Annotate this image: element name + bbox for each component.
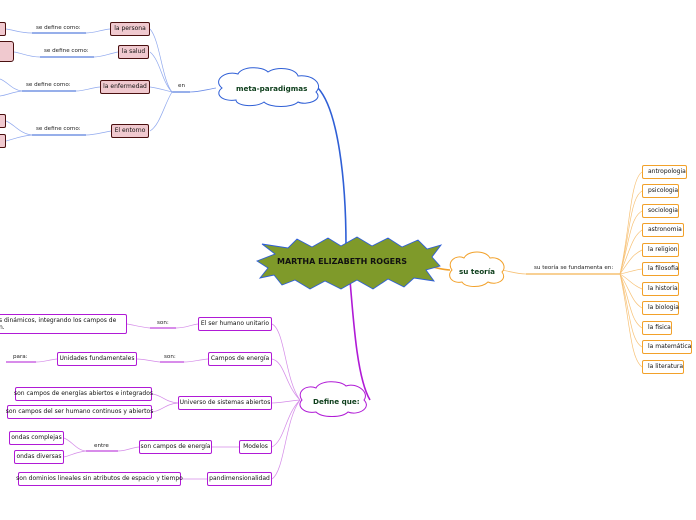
teoria-bubble-shape [449, 251, 505, 287]
teoria-item-sociologia[interactable]: sociologia [642, 204, 679, 218]
teoria-fan [619, 171, 643, 368]
line-link-ondas1 [63, 437, 87, 452]
branch-en-entorno [149, 91, 173, 132]
teoria-item-filosofia[interactable]: la filosofia [642, 262, 679, 276]
define-campos-link: son: [164, 354, 176, 360]
teoria-item-psicologia[interactable]: psicologia [642, 184, 679, 198]
line-persona-link [85, 28, 111, 34]
line-sub-link [117, 446, 140, 452]
branch-en-persona [149, 28, 173, 93]
meta-bubble-shape [218, 67, 320, 107]
teoria-item-astronomia[interactable]: astronomia [642, 223, 684, 237]
teoria-item-religion[interactable]: la religion [642, 243, 679, 257]
define-modelos-item-1[interactable]: ondas complejas [9, 431, 64, 445]
branch-central-define [349, 279, 371, 401]
teoria-item-biologia[interactable]: la biologia [642, 301, 679, 315]
branch-en-salud [149, 51, 173, 93]
line-enfermedad-def-a [0, 78, 23, 92]
define-universo-item-2[interactable]: son campos del ser humano continuos y ab… [6, 405, 153, 419]
teoria-item-literatura[interactable]: la literatura [642, 360, 684, 374]
line-entorno-def-b [5, 134, 33, 142]
line-entorno-def-a [5, 120, 33, 136]
line-entorno-link [85, 130, 112, 136]
meta-item-salud[interactable]: la salud [118, 45, 149, 59]
central-star-shape [256, 236, 443, 290]
line-campos-unidades [136, 358, 161, 363]
line-persona-def [5, 28, 33, 34]
entorno-definition-clipped-b[interactable] [0, 134, 6, 148]
define-campos[interactable]: Campos de energía [208, 352, 272, 366]
meta-item-entorno[interactable]: El entorno [111, 124, 149, 138]
teoria-item-historia[interactable]: la historia [642, 282, 679, 296]
branch-meta-en [189, 87, 217, 93]
line-universo-item1 [151, 393, 179, 404]
branch-central-meta [317, 87, 347, 247]
entorno-definition-clipped-a[interactable] [0, 114, 6, 128]
teoria-item-matematica[interactable]: la matemática [642, 340, 692, 354]
define-campos-sub-link: para: [13, 354, 28, 360]
line-salud-link [93, 51, 119, 58]
line-serhumano-link [175, 323, 199, 329]
line-enfermedad-link [75, 86, 101, 92]
define-ser-humano-link: son: [157, 320, 169, 326]
branch-en-enfermedad [149, 86, 173, 93]
define-modelos-item-2[interactable]: ondas diversas [14, 450, 64, 464]
su-teoria-label[interactable]: su teoría [459, 267, 496, 276]
meta-link-entorno: se define como: [36, 126, 81, 132]
meta-item-enfermedad[interactable]: la enfermedad [100, 80, 150, 94]
persona-definition-clipped[interactable] [0, 22, 6, 36]
meta-item-persona[interactable]: la persona [110, 22, 150, 36]
meta-connector-en: en [178, 83, 185, 89]
define-modelos-link: entre [94, 443, 109, 449]
salud-definition-clipped[interactable] [0, 41, 14, 62]
define-ser-humano-desc[interactable]: s dinámicos, integrando los campos de n. [0, 314, 127, 334]
central-title[interactable]: MARTHA ELIZABETH ROGERS [277, 257, 408, 266]
teoria-connector: su teoría se fundamenta en: [534, 265, 614, 271]
define-que-label[interactable]: Define que: [313, 397, 360, 406]
branch-teoria-link [501, 269, 527, 275]
line-salud-def [13, 51, 41, 58]
line-serhumano-desc [126, 323, 151, 329]
define-pandim-desc[interactable]: son dominios lineales sin atributos de e… [16, 472, 183, 486]
line-unidades-link [35, 358, 58, 363]
meta-link-salud: se define como: [44, 48, 89, 54]
define-campos-sub[interactable]: Unidades fundamentales [57, 352, 137, 366]
define-modelos[interactable]: Modelos [239, 440, 272, 454]
line-link-ondas2 [63, 450, 87, 458]
line-enfermedad-def-b [0, 90, 23, 97]
define-universo-item-1[interactable]: son campos de energías abiertos e integr… [14, 387, 153, 401]
define-pandim[interactable]: pandimensionalidad [207, 472, 272, 486]
define-modelos-sub[interactable]: son campos de energía [139, 440, 212, 454]
define-bubble-shape [299, 381, 367, 417]
line-campos-link [183, 358, 209, 363]
meta-paradigmas-label[interactable]: meta-paradigmas [236, 84, 308, 93]
meta-link-persona: se define como: [36, 25, 81, 31]
meta-link-enfermedad: se define como: [26, 82, 71, 88]
define-ser-humano[interactable]: El ser humano unitario [198, 317, 272, 331]
define-universo[interactable]: Universo de sistemas abiertos [178, 396, 272, 410]
teoria-item-fisica[interactable]: la fisica [642, 321, 672, 335]
define-fan [271, 323, 301, 480]
line-universo-item2 [151, 402, 179, 413]
teoria-item-antropologia[interactable]: antropologia [642, 165, 687, 179]
